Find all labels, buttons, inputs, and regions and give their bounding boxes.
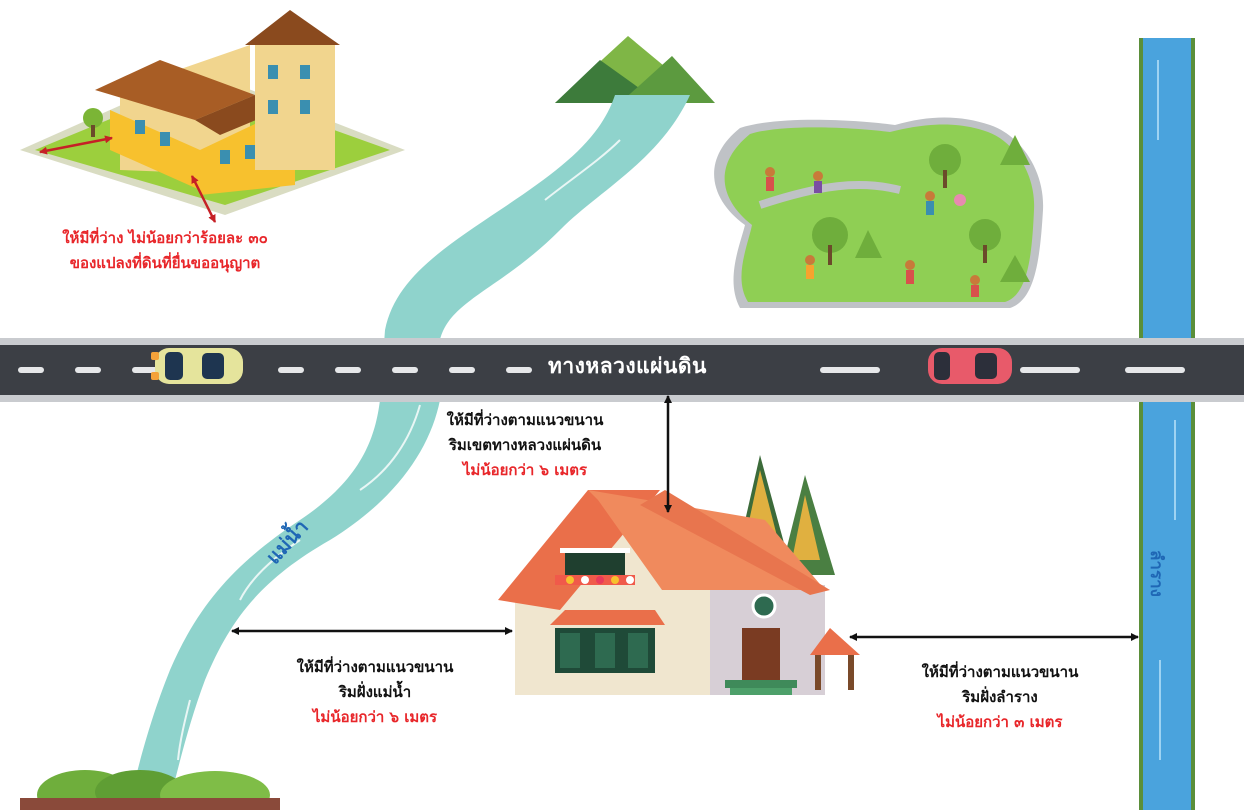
villa-icon bbox=[20, 10, 405, 223]
river-setback-distance: ไม่น้อยกว่า ๖ เมตร bbox=[312, 708, 438, 726]
river-setback-line2: ริมฝั่งแม่น้ำ bbox=[338, 683, 412, 701]
canal-setback-line1: ให้มีที่ว่างตามแนวขนาน bbox=[921, 663, 1079, 681]
mountain-icon bbox=[555, 36, 715, 103]
canal-setback-label: ให้มีที่ว่างตามแนวขนาน ริมฝั่งลำราง ไม่น… bbox=[880, 660, 1120, 735]
river-setback-line1: ให้มีที่ว่างตามแนวขนาน bbox=[296, 658, 454, 676]
highway-setback-line2: ริมเขตทางหลวงแผ่นดิน bbox=[448, 436, 602, 454]
highway-name: ทางหลวงแผ่นดิน bbox=[548, 354, 707, 378]
car-icon bbox=[151, 348, 243, 384]
open-space-line1: ให้มีที่ว่าง ไม่น้อยกว่าร้อยละ ๓๐ bbox=[62, 229, 268, 247]
highway-setback-label: ให้มีที่ว่างตามแนวขนาน ริมเขตทางหลวงแผ่น… bbox=[405, 408, 645, 483]
bush-icon bbox=[20, 770, 280, 810]
canal bbox=[1139, 38, 1195, 810]
park-icon bbox=[714, 117, 1044, 308]
canal-setback-line2: ริมฝั่งลำราง bbox=[962, 688, 1038, 706]
highway-setback-distance: ไม่น้อยกว่า ๖ เมตร bbox=[462, 461, 588, 479]
river-setback-label: ให้มีที่ว่างตามแนวขนาน ริมฝั่งแม่น้ำ ไม่… bbox=[255, 655, 495, 730]
open-space-line2: ของแปลงที่ดินที่ยื่นขออนุญาต bbox=[69, 254, 261, 272]
canal-setback-distance: ไม่น้อยกว่า ๓ เมตร bbox=[937, 713, 1063, 731]
canal-name: ลำราง bbox=[1146, 550, 1166, 597]
car-icon bbox=[928, 348, 1012, 384]
open-space-label: ให้มีที่ว่าง ไม่น้อยกว่าร้อยละ ๓๐ ของแปล… bbox=[0, 226, 330, 276]
house-icon bbox=[498, 490, 860, 695]
highway-setback-line1: ให้มีที่ว่างตามแนวขนาน bbox=[446, 411, 604, 429]
river bbox=[130, 95, 690, 800]
